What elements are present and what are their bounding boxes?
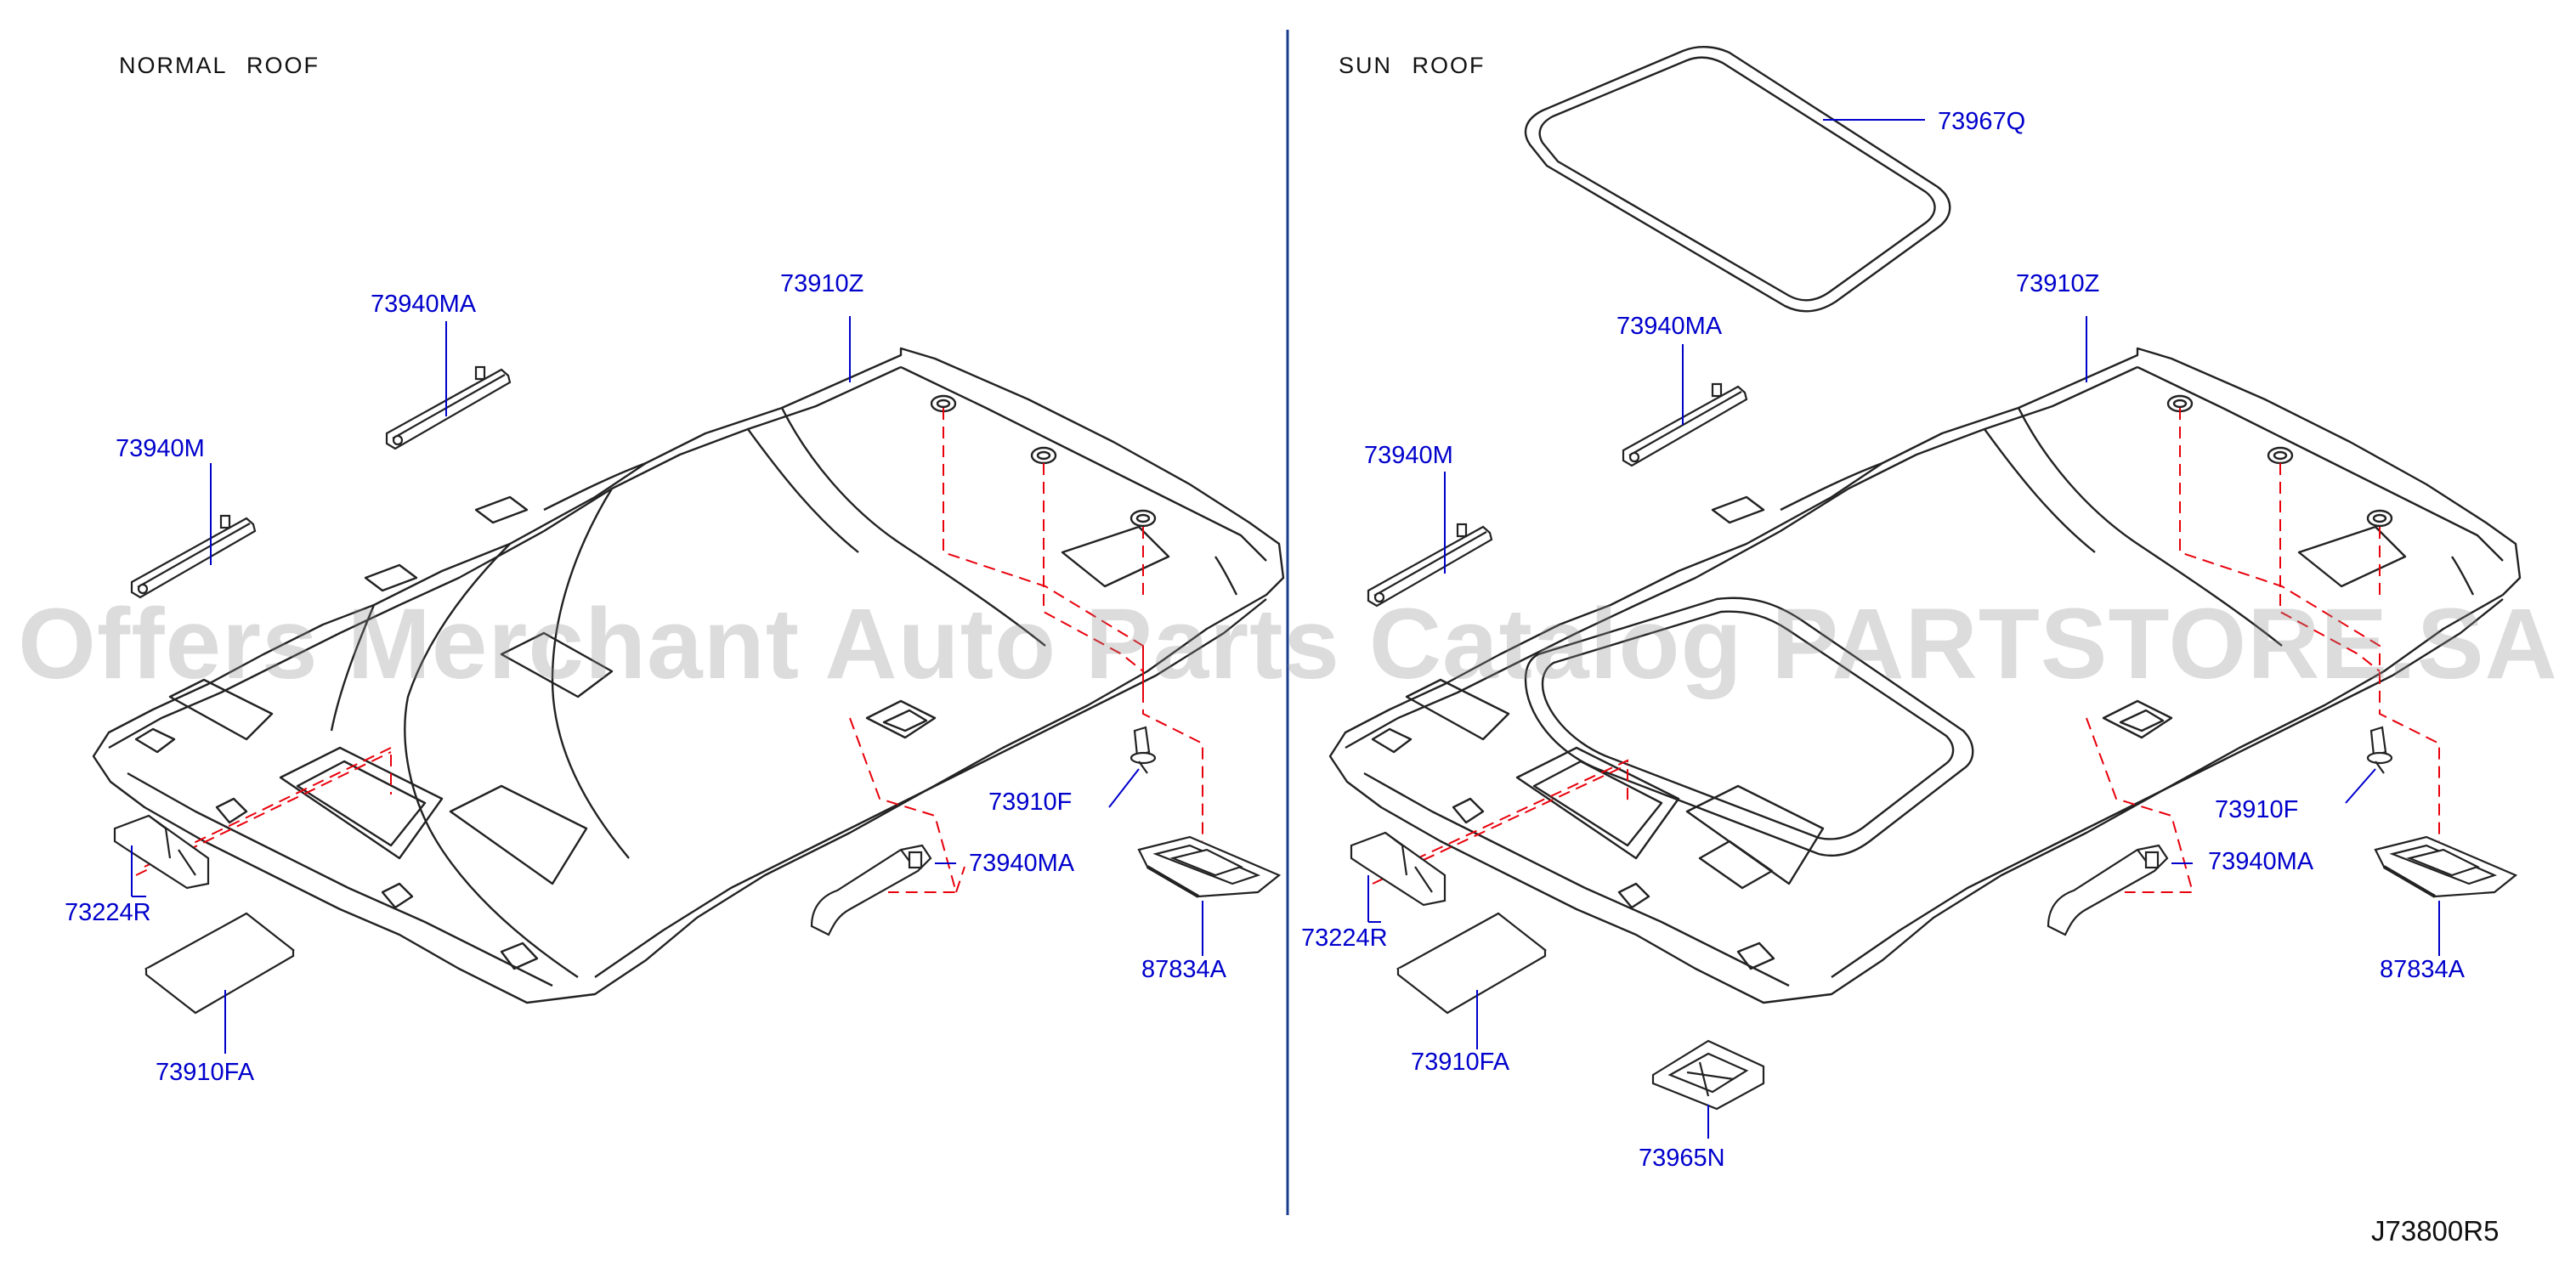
sun-roof-title: SUN ROOF [1339, 53, 1486, 78]
assist-grip-roof-left [810, 844, 932, 936]
sunroof-bracket [1651, 1039, 1765, 1111]
callout-73910f-right[interactable]: 73910F [2215, 796, 2299, 823]
callout-73940ma-left-top[interactable]: 73940MA [371, 291, 477, 318]
clip-left [1129, 726, 1157, 774]
pad-left [144, 912, 295, 1015]
callout-73910fa-left[interactable]: 73910FA [156, 1059, 255, 1086]
headlining-normal-roof [92, 347, 1285, 1004]
callout-87834a-left[interactable]: 87834A [1141, 956, 1226, 983]
assist-grip-roof-right [2047, 844, 2169, 936]
callout-87834a-right[interactable]: 87834A [2380, 956, 2465, 983]
callout-73910z-left[interactable]: 73910Z [780, 270, 864, 297]
assist-grip-right [1367, 523, 1493, 608]
callout-73940ma-left-grip[interactable]: 73940MA [969, 850, 1075, 877]
lamp-bracket-left [1137, 835, 1282, 898]
watermark: Offers Merchant Auto Parts Catalog PARTS… [18, 588, 2558, 700]
callout-73910fa-right[interactable]: 73910FA [1411, 1049, 1510, 1076]
assist-grip-front-left [385, 365, 512, 450]
callout-73940ma-right-top[interactable]: 73940MA [1616, 313, 1723, 340]
sunvisor-holder-right [1350, 831, 1447, 907]
assist-grip-left [130, 514, 257, 599]
callout-73965n[interactable]: 73965N [1639, 1145, 1725, 1172]
callout-73967q[interactable]: 73967Q [1938, 108, 2026, 135]
callout-73224r-left[interactable]: 73224R [65, 899, 151, 926]
headlining-sun-roof [1328, 347, 2522, 1004]
callout-73940ma-right-grip[interactable]: 73940MA [2208, 848, 2314, 875]
callout-73910f-left[interactable]: 73910F [988, 789, 1073, 816]
leaders-left [131, 316, 1203, 1054]
sunvisor-holder-left [113, 814, 210, 890]
callout-73224r-right[interactable]: 73224R [1301, 925, 1388, 952]
clip-right [2366, 726, 2393, 774]
pad-right [1396, 912, 1547, 1015]
callout-73940m-right[interactable]: 73940M [1364, 442, 1453, 469]
assist-grip-front-right [1622, 382, 1748, 467]
leaders-right [1367, 119, 2440, 1139]
lamp-bracket-right [2374, 835, 2518, 898]
callout-73940m-left[interactable]: 73940M [116, 435, 205, 462]
normal-roof-title: NORMAL ROOF [119, 53, 320, 78]
sunroof-weatherstrip [1524, 46, 1951, 313]
callout-73910z-right[interactable]: 73910Z [2016, 270, 2100, 297]
diagram-reference: J73800R5 [2371, 1215, 2500, 1247]
